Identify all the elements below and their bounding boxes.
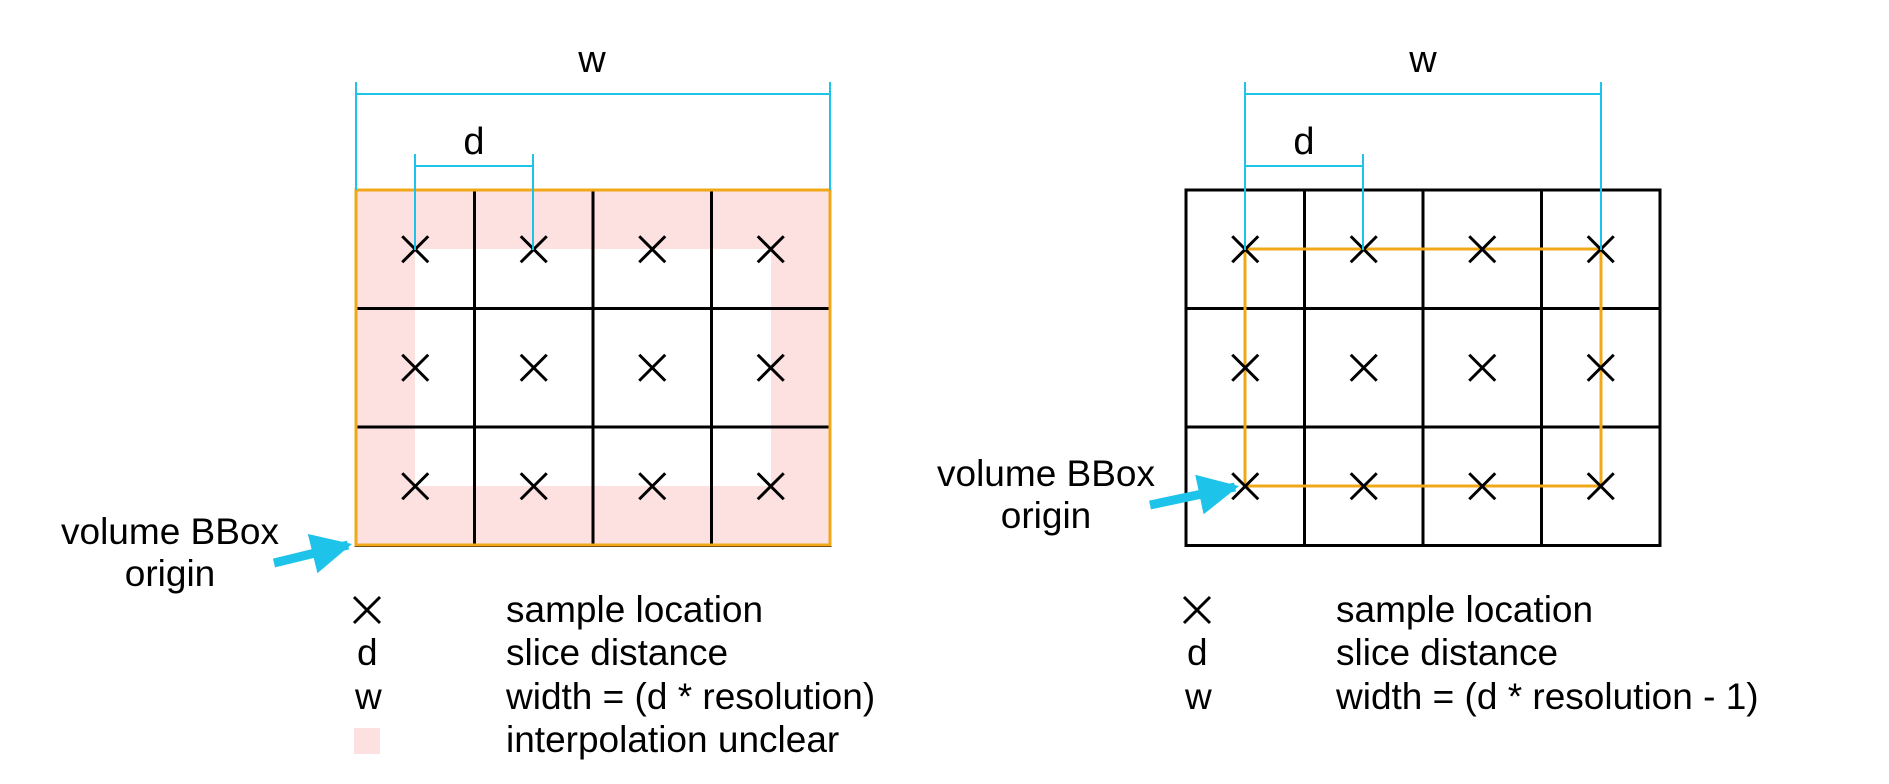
right-sample-cross [1468, 235, 1497, 264]
right-origin-label-line2: origin [1001, 495, 1092, 536]
right-legend-w-text: width = (d * resolution - 1) [1335, 676, 1759, 717]
left-sample-cross [519, 353, 548, 382]
left-sample-locations [401, 235, 785, 501]
right-legend-sample-text: sample location [1336, 589, 1593, 630]
right-legend-sample-icon [1182, 595, 1212, 625]
right-legend-w-symbol: w [1184, 676, 1212, 717]
left-diagram: w d volume BBox origin sample location d… [61, 39, 875, 760]
left-sample-cross [756, 472, 785, 501]
right-slice-distance-label: d [1293, 121, 1314, 163]
left-legend-sample-icon [352, 595, 382, 625]
left-sample-cross [638, 235, 667, 264]
left-width-label: w [577, 39, 606, 81]
left-legend-d-symbol: d [357, 632, 378, 673]
right-sample-cross [1231, 353, 1260, 382]
right-slice-distance-dimension [1245, 154, 1364, 250]
left-sample-cross [638, 472, 667, 501]
left-sample-cross [401, 353, 430, 382]
right-legend-d-text: slice distance [1336, 632, 1558, 673]
left-sample-cross [756, 353, 785, 382]
left-width-dimension [355, 82, 831, 190]
left-slice-distance-label: d [463, 121, 484, 163]
right-sample-cross [1349, 353, 1378, 382]
right-sample-cross [1468, 472, 1497, 501]
left-legend-d-text: slice distance [506, 632, 728, 673]
left-bbox-outline [354, 188, 832, 547]
right-sample-cross [1586, 472, 1615, 501]
right-voxel-grid [1184, 188, 1662, 547]
right-sample-cross [1468, 353, 1497, 382]
left-legend: sample location d slice distance w width… [352, 589, 875, 760]
right-diagram: w d volume BBox origin sample location d… [937, 39, 1759, 717]
right-sample-cross [1586, 353, 1615, 382]
left-legend-w-symbol: w [354, 676, 382, 717]
left-slice-distance-dimension [414, 154, 534, 250]
left-sample-cross [638, 353, 667, 382]
left-legend-unclear-swatch [354, 728, 380, 754]
right-origin-label-line1: volume BBox [937, 453, 1155, 494]
left-legend-sample-text: sample location [506, 589, 763, 630]
interpolation-unclear-region [356, 190, 830, 545]
left-origin-arrow [272, 533, 352, 574]
left-origin-label-line1: volume BBox [61, 511, 279, 552]
left-legend-w-text: width = (d * resolution) [505, 676, 875, 717]
right-width-label: w [1408, 39, 1437, 81]
right-legend: sample location d slice distance w width… [1182, 589, 1759, 717]
left-sample-cross [401, 472, 430, 501]
left-sample-cross [519, 472, 548, 501]
right-origin-arrow [1149, 474, 1239, 515]
left-sample-cross [756, 235, 785, 264]
left-legend-unclear-text: interpolation unclear [506, 719, 839, 760]
left-origin-label-line2: origin [125, 553, 216, 594]
right-sample-cross [1349, 472, 1378, 501]
right-legend-d-symbol: d [1187, 632, 1208, 673]
